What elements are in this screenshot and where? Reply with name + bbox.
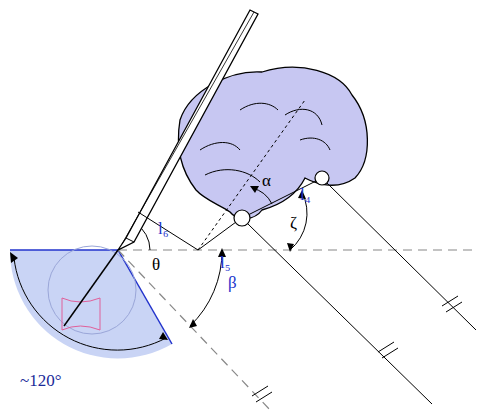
length-label: l₆ <box>158 220 169 237</box>
joint <box>234 210 250 226</box>
break-mark <box>442 296 462 312</box>
angle-label: ζ <box>290 214 297 231</box>
parallel-link <box>327 183 476 330</box>
wedge-edge <box>10 249 118 251</box>
break-mark <box>378 342 398 358</box>
horizontal-reference <box>118 249 478 250</box>
joint <box>315 171 329 185</box>
pen-axis-extension <box>64 250 118 326</box>
pen <box>118 10 258 250</box>
angle-arc <box>14 258 166 350</box>
pen-inner <box>122 12 254 244</box>
parallel-link <box>248 224 432 404</box>
angle-label: ~120° <box>20 372 62 389</box>
reach-wedge <box>10 250 172 358</box>
hand-creases <box>200 103 330 182</box>
break-mark <box>252 386 272 402</box>
beta-arc <box>190 250 222 326</box>
arrowhead <box>250 186 259 193</box>
arrowhead <box>189 319 197 328</box>
wedge-edge <box>118 250 172 344</box>
length-label: l₄ <box>300 186 311 203</box>
inner-circle <box>48 246 136 334</box>
dashed-line <box>118 250 272 412</box>
length-label: l₅ <box>220 254 231 271</box>
pen-tip-band <box>126 238 134 242</box>
angle-label: α <box>262 172 271 189</box>
arrowhead <box>287 243 294 252</box>
angle-label: θ <box>152 256 160 273</box>
l6-segment <box>138 212 198 250</box>
angle-label: β <box>228 274 237 291</box>
arrowhead <box>159 332 168 340</box>
l4-link <box>242 178 322 218</box>
l5-segment <box>198 222 236 250</box>
arrowhead <box>10 252 18 263</box>
